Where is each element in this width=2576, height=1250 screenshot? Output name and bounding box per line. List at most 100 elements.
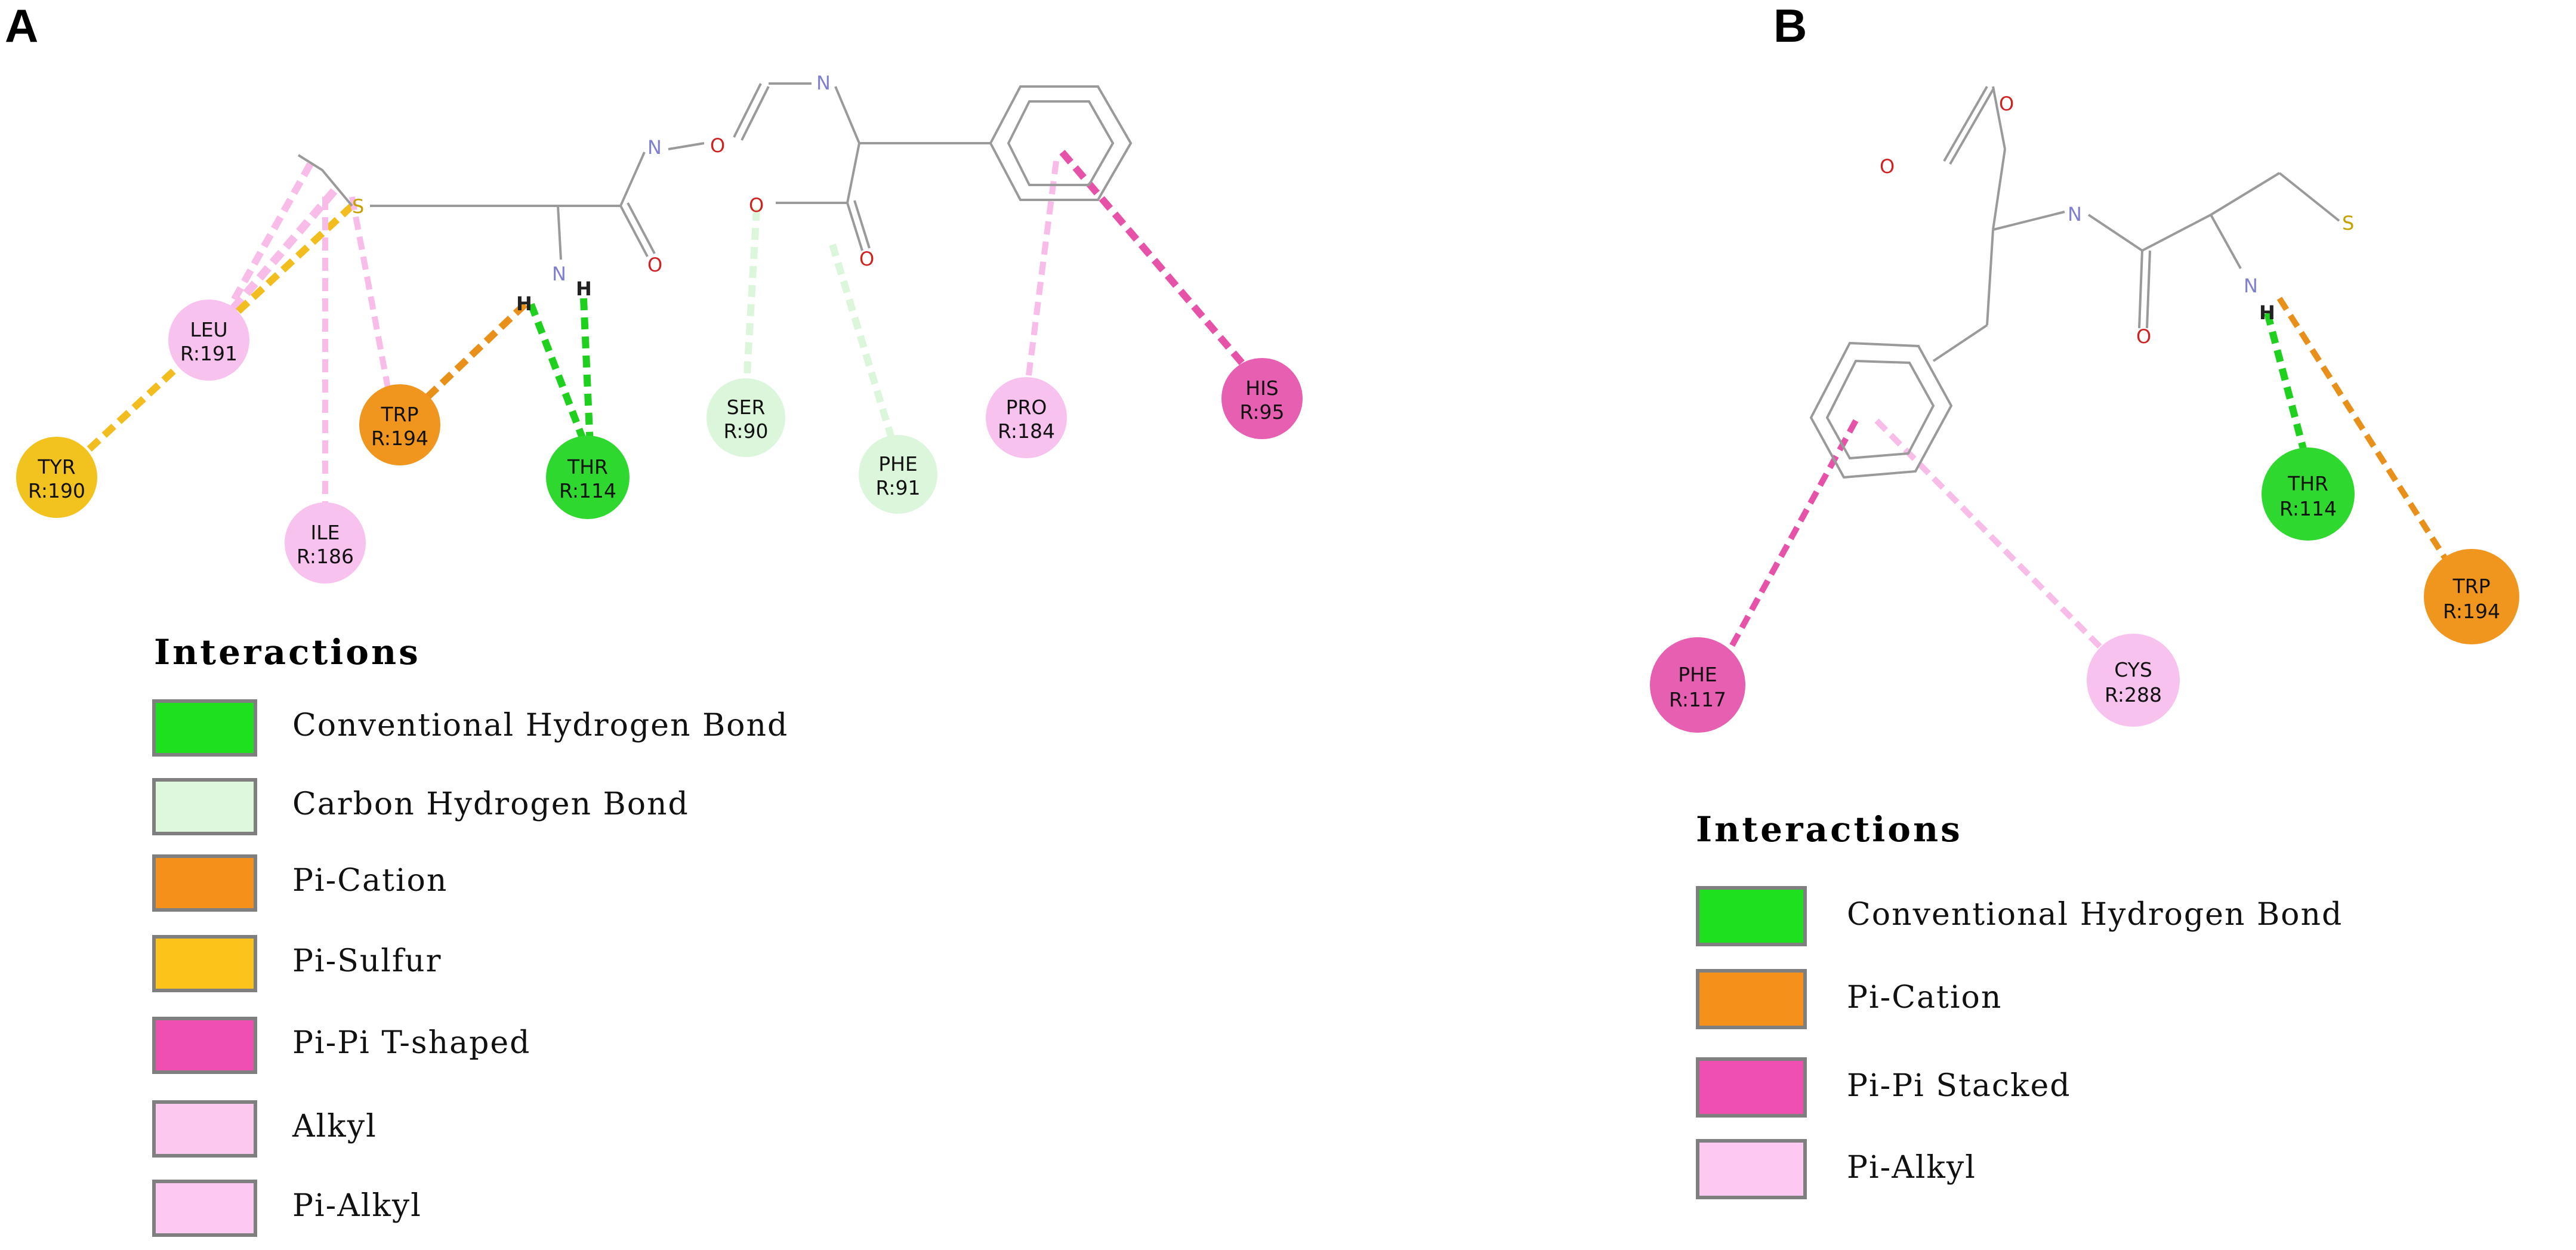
residue-number: R:194 — [371, 427, 428, 450]
bond — [297, 154, 353, 207]
residue-name: ILE — [311, 521, 340, 544]
legend-label: Pi-Cation — [1847, 980, 2002, 1016]
legend-label: Pi-Sulfur — [292, 943, 442, 979]
bond — [1992, 86, 2006, 150]
residue-ile-186: ILE R:186 — [285, 502, 366, 584]
legend-swatch — [152, 1100, 257, 1158]
residue-name: HIS — [1245, 376, 1279, 400]
legend-swatch — [152, 935, 257, 992]
residue-bubble — [986, 377, 1067, 458]
atom-label: O — [710, 134, 725, 157]
panel-b-legend: Interactions Conventional Hydrogen Bond … — [1696, 809, 2343, 1199]
residue-thr-114: THR R:114 — [546, 436, 630, 519]
residue-pro-184: PRO R:184 — [986, 377, 1067, 458]
bond — [2210, 214, 2242, 269]
residue-name: TYR — [37, 455, 75, 479]
legend-label: Conventional Hydrogen Bond — [1847, 897, 2343, 933]
bond — [846, 143, 860, 203]
legend-swatch — [152, 699, 257, 757]
panel-b-atoms: O O N O N H S — [1880, 92, 2354, 348]
panel-a-legend: Interactions Conventional Hydrogen Bond … — [152, 632, 787, 1237]
atom-label: H — [516, 292, 532, 315]
alkyl-line-trp — [349, 196, 391, 388]
residue-number: R:90 — [723, 419, 768, 443]
atom-label: S — [352, 195, 364, 218]
benzene-ring-inner — [1007, 100, 1115, 186]
atom-label: H — [576, 277, 592, 300]
residue-number: R:117 — [1669, 688, 1726, 711]
legend-item: Pi-Pi T-shaped — [152, 1017, 530, 1074]
panel-b-residues: THR R:114 TRP R:194 PHE R:117 CYS R:288 — [1650, 447, 2519, 733]
residue-name: TRP — [2452, 575, 2491, 598]
residue-bubble — [546, 436, 630, 519]
residue-name: TRP — [381, 403, 419, 426]
residue-bubble — [2262, 447, 2355, 541]
legend-item: Pi-Cation — [152, 854, 446, 912]
panel-b-letter: B — [1773, 0, 1807, 52]
atom-label: O — [2136, 325, 2151, 348]
residue-bubble — [16, 437, 97, 518]
legend-title: Interactions — [1696, 809, 1963, 850]
bond — [1943, 86, 1988, 162]
residue-name: PHE — [878, 452, 918, 476]
pi-pi-line-phe — [1722, 419, 1859, 661]
atom-label: N — [816, 72, 831, 94]
alkyl-line-leu-2 — [211, 162, 314, 336]
residue-name: CYS — [2114, 658, 2152, 681]
bond — [627, 202, 656, 254]
bond — [834, 86, 860, 144]
legend-item: Carbon Hydrogen Bond — [152, 778, 688, 835]
bond — [741, 86, 770, 141]
residue-leu-191: LEU R:191 — [168, 300, 249, 381]
bond — [557, 205, 562, 260]
residue-tyr-190: TYR R:190 — [16, 437, 97, 518]
benzene-ring-inner — [1825, 359, 1935, 460]
atom-label: S — [2342, 212, 2354, 234]
legend-swatch — [152, 1180, 257, 1237]
panel-a-atoms: S N H H O N O N O O — [352, 72, 874, 315]
alkyl-line-leu — [223, 188, 338, 319]
c-h-bond-line-phe — [829, 243, 902, 461]
residue-number: R:114 — [2279, 497, 2337, 520]
pi-pi-line-his — [1059, 150, 1256, 378]
bond — [2087, 214, 2143, 252]
legend-swatch — [152, 1017, 257, 1074]
bond — [1932, 324, 1988, 362]
residue-number: R:184 — [998, 419, 1055, 443]
panel-a-letter: A — [5, 0, 38, 52]
residue-bubble — [2424, 549, 2519, 644]
bond — [2138, 250, 2143, 329]
legend-swatch — [152, 778, 257, 835]
residue-his-95: HIS R:95 — [1221, 358, 1303, 439]
atom-label: O — [859, 248, 874, 270]
atom-label: N — [2068, 203, 2082, 226]
residue-name: PHE — [1678, 663, 1717, 686]
legend-label: Pi-Pi Stacked — [1847, 1068, 2071, 1104]
legend-swatch — [152, 854, 257, 912]
legend-item: Pi-Alkyl — [1696, 1139, 1975, 1199]
residue-bubble — [1650, 637, 1745, 733]
pi-alkyl-line-pro — [1023, 161, 1059, 394]
residue-number: R:186 — [297, 545, 354, 568]
residue-phe-117: PHE R:117 — [1650, 637, 1745, 733]
legend-swatch — [1696, 1139, 1807, 1199]
pi-cation-line-trp — [403, 301, 528, 421]
atom-label: O — [1880, 155, 1895, 178]
residue-ser-90: SER R:90 — [707, 378, 785, 457]
legend-swatch — [1696, 969, 1807, 1029]
pi-cation-line-trp — [2276, 297, 2455, 572]
bond — [619, 152, 646, 206]
legend-item: Pi-Sulfur — [152, 935, 442, 992]
legend-item: Pi-Pi Stacked — [1696, 1057, 2071, 1118]
bond — [853, 200, 871, 249]
bond — [1986, 229, 1994, 326]
legend-swatch — [1696, 886, 1807, 946]
legend-title: Interactions — [154, 632, 421, 672]
legend-swatch — [1696, 1057, 1807, 1118]
residue-trp-194: TRP R:194 — [2424, 549, 2519, 644]
bond — [2142, 214, 2211, 252]
legend-label: Pi-Pi T-shaped — [292, 1025, 530, 1061]
residue-number: R:91 — [875, 476, 920, 499]
residue-name: THR — [2287, 472, 2328, 495]
